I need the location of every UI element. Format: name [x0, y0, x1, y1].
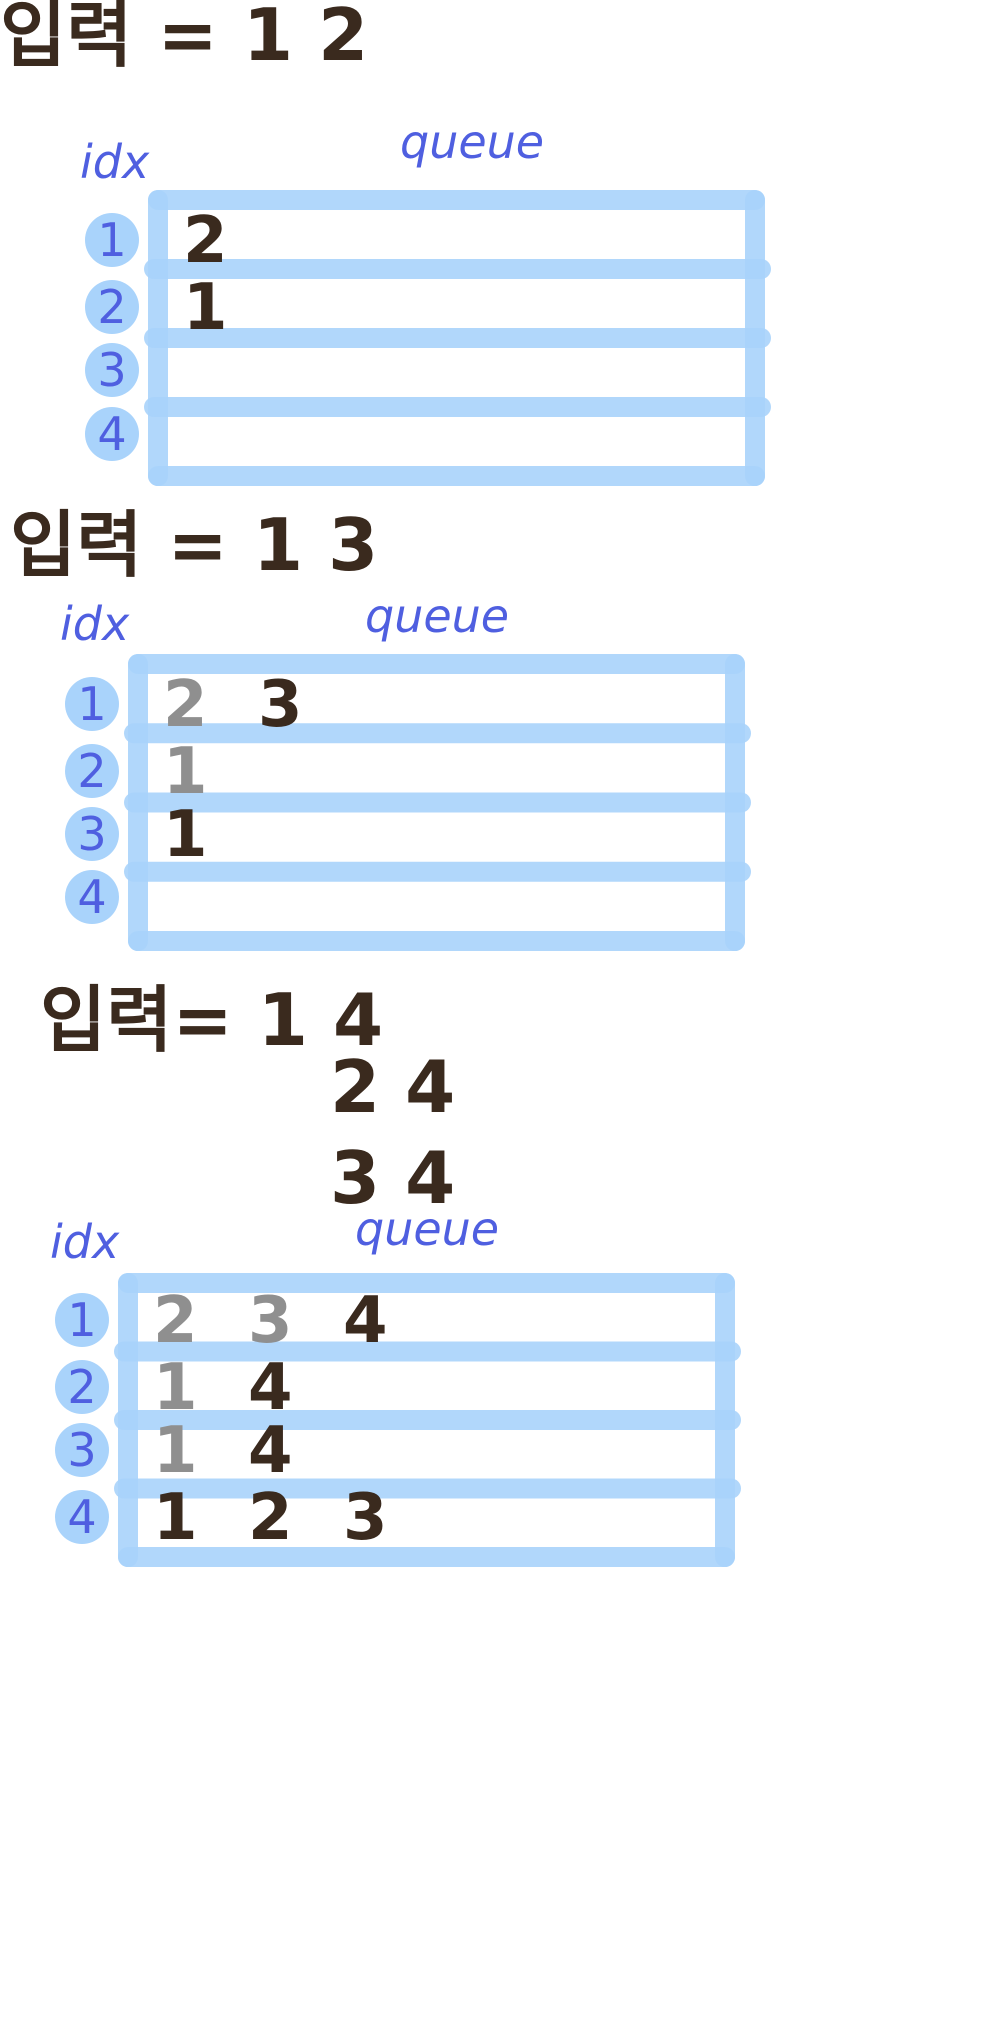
panel-3-row-4-item-3: 3: [343, 1481, 388, 1555]
panel-3-idx-4: 4: [67, 1490, 96, 1544]
panel-1-queue-label: queue: [400, 115, 544, 169]
panel-3-idx-1: 1: [67, 1293, 96, 1347]
panel-2-idx-1: 1: [77, 677, 106, 731]
panel-3-idx-label: idx: [50, 1215, 120, 1269]
panel-3-row-2-item-2: 4: [248, 1351, 293, 1425]
panel-2-idx-4: 4: [77, 870, 106, 924]
panel-3-row-1-item-3: 4: [343, 1284, 388, 1358]
panel-3-row-3-item-2: 4: [248, 1414, 293, 1488]
panel-3-row-1-item-2: 3: [248, 1284, 293, 1358]
panel-3-idx-circle-1: [55, 1293, 109, 1347]
panel-3-idx-circle-4: [55, 1490, 109, 1544]
panel-1-idx-circle-1: [85, 213, 139, 267]
panel-2-row-3-item-1: 1: [163, 798, 208, 872]
panel-1-idx-circle-2: [85, 280, 139, 334]
panel-2-idx-circle-2: [65, 744, 119, 798]
panel-3-idx-3: 3: [67, 1423, 96, 1477]
panel-2-title: 입력 = 1 3: [10, 503, 378, 587]
panel-1-idx-3: 3: [97, 343, 126, 397]
panel-3-row-4-item-2: 2: [248, 1481, 293, 1555]
panel-3-row-3-item-1: 1: [153, 1414, 198, 1488]
panel-2-idx-circle-1: [65, 677, 119, 731]
panel-2-idx-circle-3: [65, 807, 119, 861]
panel-2-row-1-item-1: 2: [163, 668, 208, 742]
panel-3-queue-label: queue: [355, 1202, 499, 1256]
panel-3-idx-circle-3: [55, 1423, 109, 1477]
panel-2-row-1-item-2: 3: [258, 668, 303, 742]
panel-3-idx-2: 2: [67, 1360, 96, 1414]
panel-2-idx-3: 3: [77, 807, 106, 861]
panel-1-row-2-item-1: 1: [183, 271, 228, 345]
panel-3-title-line-2: 2 4: [330, 1045, 455, 1129]
panel-1-idx-label: idx: [80, 135, 150, 189]
panel-1-idx-2: 2: [97, 280, 126, 334]
panel-3-title-line-3: 3 4: [330, 1136, 455, 1220]
panel-1-title: 입력 = 1 2: [0, 0, 368, 77]
panel-1-idx-circle-4: [85, 407, 139, 461]
panel-1-idx-4: 4: [97, 407, 126, 461]
panel-2-idx-circle-4: [65, 870, 119, 924]
panel-2-queue-label: queue: [365, 589, 509, 643]
panel-2-idx-2: 2: [77, 744, 106, 798]
panel-1-idx-1: 1: [97, 213, 126, 267]
panel-3-idx-circle-2: [55, 1360, 109, 1414]
panel-3-title: 입력= 1 4: [40, 978, 383, 1062]
panel-2-row-2-item-1: 1: [163, 735, 208, 809]
panel-3-row-2-item-1: 1: [153, 1351, 198, 1425]
panel-3-row-1-item-1: 2: [153, 1284, 198, 1358]
panel-2-idx-label: idx: [60, 597, 130, 651]
panel-1-idx-circle-3: [85, 343, 139, 397]
panel-3-row-4-item-1: 1: [153, 1481, 198, 1555]
panel-1-row-1-item-1: 2: [183, 204, 228, 278]
